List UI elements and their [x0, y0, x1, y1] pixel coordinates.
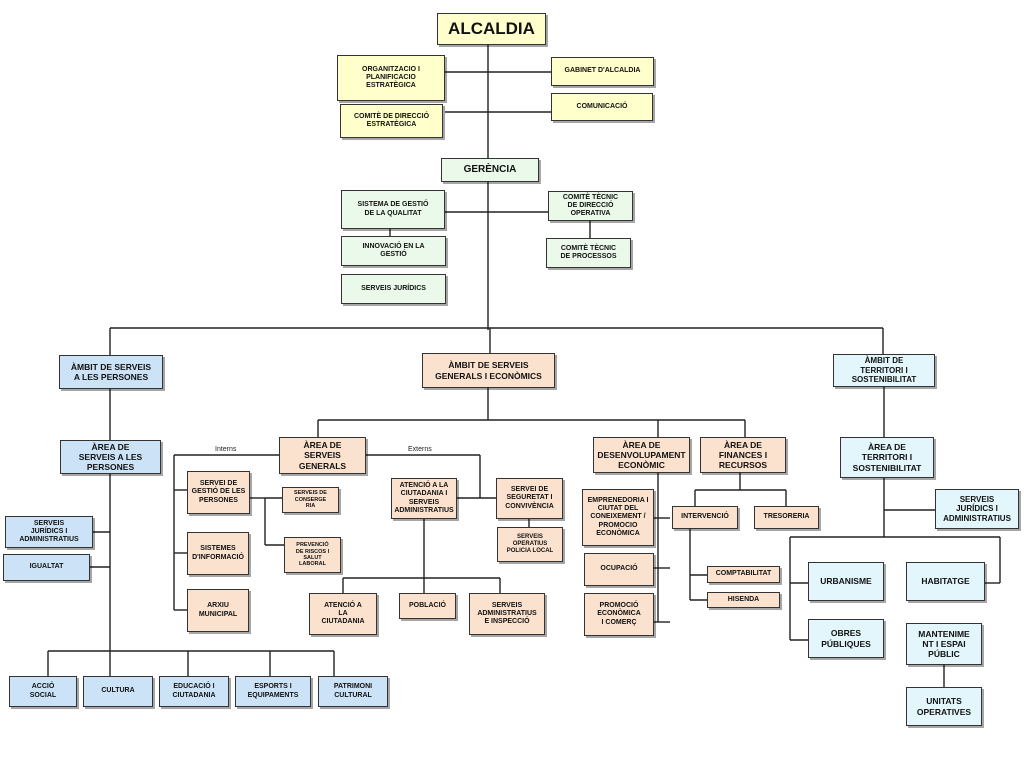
ambit-generals-box: ÀMBIT DE SERVEIS GENERALS I ECONÒMICS [422, 353, 555, 388]
accio-social-box: ACCIÓ SOCIAL [9, 676, 77, 707]
comite-tecnic-operativa-box: COMITÈ TÈCNIC DE DIRECCIÓ OPERATIVA [548, 191, 633, 221]
manteniment-box: MANTENIME NT I ESPAI PÚBLIC [906, 623, 982, 665]
atencio-ciutadania-box: ATENCIÓ A LA CIUTADANIA [309, 593, 377, 635]
urbanisme-box: URBANISME [808, 562, 884, 601]
sistema-qualitat-box: SISTEMA DE GESTIÓ DE LA QUALITAT [341, 190, 445, 229]
seguretat-box: SERVEI DE SEGURETAT I CONVIVÈNCIA [496, 478, 563, 519]
organitzacio-box: ORGANITZACIO I PLANIFICACIO ESTRATÈGICA [337, 55, 445, 101]
ambit-territori-box: ÀMBIT DE TERRITORI I SOSTENIBILITAT [833, 354, 935, 387]
interns-label: Interns [215, 446, 237, 453]
obres-publiques-box: OBRES PÚBLIQUES [808, 619, 884, 658]
operatius-box: SERVEIS OPERATIUS POLICIA LOCAL [497, 527, 563, 562]
area-territori-box: ÀREA DE TERRITORI I SOSTENIBILITAT [840, 437, 934, 478]
prevencio-box: PREVENCIÓ DE RISCOS I SALUT LABORAL [284, 537, 341, 573]
serveis-juridics-gerencia-box: SERVEIS JURÍDICS [341, 274, 446, 304]
externs-label: Externs [408, 446, 432, 453]
promocio-box: PROMOCIÓ ECONÒMICA I COMERÇ [584, 593, 654, 636]
gerencia-box: GERÈNCIA [441, 158, 539, 182]
unitats-operatives-box: UNITATS OPERATIVES [906, 687, 982, 726]
gestio-persones-box: SERVEI DE GESTIÓ DE LES PERSONES [187, 471, 250, 514]
igualtat-box: IGUALTAT [3, 554, 90, 581]
ambit-persones-box: ÀMBIT DE SERVEIS A LES PERSONES [59, 355, 163, 389]
intervencio-box: INTERVENCIÓ [672, 506, 738, 529]
alcaldia-box: ALCALDIA [437, 13, 546, 45]
serveis-juridics-territori-box: SERVEIS JURÍDICS I ADMINISTRATIUS [935, 489, 1019, 529]
habitatge-box: HABITATGE [906, 562, 985, 601]
tresoreria-box: TRESORERIA [754, 506, 819, 529]
area-finances-box: ÀREA DE FINANCES I RECURSOS [700, 437, 786, 473]
area-persones-box: ÀREA DE SERVEIS A LES PERSONES [60, 440, 161, 474]
cultura-box: CULTURA [83, 676, 153, 707]
arxiu-box: ARXIU MUNICIPAL [187, 589, 249, 632]
serveis-admin-inspeccio-box: SERVEIS ADMINISTRATIUS E INSPECCIÓ [469, 593, 545, 635]
esports-box: ESPORTS I EQUIPAMENTS [235, 676, 311, 707]
comite-processos-box: COMITÈ TÈCNIC DE PROCESSOS [546, 238, 631, 268]
innovacio-box: INNOVACIÓ EN LA GESTIÓ [341, 236, 446, 266]
educacio-box: EDUCACIÓ I CIUTADANIA [159, 676, 229, 707]
comite-direccio-box: COMITÈ DE DIRECCIÓ ESTRATÈGICA [340, 104, 443, 138]
emprenedoria-box: EMPRENEDORIA I CIUTAT DEL CONEIXEMENT / … [582, 489, 654, 546]
ocupacio-box: OCUPACIÓ [584, 553, 654, 586]
hisenda-box: HISENDA [707, 592, 780, 608]
patrimoni-box: PATRIMONI CULTURAL [318, 676, 388, 707]
comptabilitat-box: COMPTABILITAT [707, 566, 780, 583]
sistemes-box: SISTEMES D'INFORMACIÓ [187, 532, 249, 575]
gabinet-box: GABINET D'ALCALDIA [551, 57, 654, 86]
area-desenvolupament-box: ÀREA DE DESENVOLUPAMENT ECONÒMIC [593, 437, 690, 473]
comunicacio-box: COMUNICACIÓ [551, 93, 653, 121]
consergeria-box: SERVEIS DE CONSERGE RIA [282, 487, 339, 513]
poblacio-box: POBLACIÓ [399, 593, 456, 619]
atencio-serveis-box: ATENCIÓ A LA CIUTADANIA I SERVEIS ADMINI… [391, 478, 457, 519]
area-generals-box: ÀREA DE SERVEIS GENERALS [279, 437, 366, 474]
serveis-juridics-persones-box: SERVEIS JURÍDICS I ADMINISTRATIUS [5, 516, 93, 548]
